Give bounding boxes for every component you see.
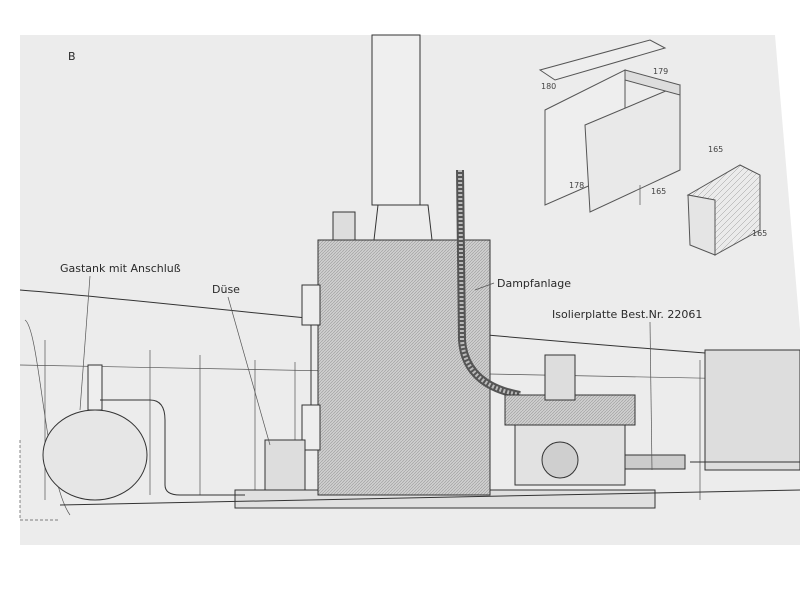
label-nozzle: Düse — [212, 283, 240, 296]
part-number-178: 178 — [569, 181, 584, 190]
part-number-165-top: 165 — [708, 145, 723, 154]
gas-tank — [42, 409, 148, 501]
part-number-180: 180 — [541, 82, 556, 91]
hidden-outline — [19, 440, 60, 521]
label-steam-plant: Dampfanlage — [497, 277, 571, 290]
part-number-165-side: 165 — [752, 229, 767, 238]
hull-line — [19, 289, 800, 361]
part-number-165-pin: 165 — [651, 187, 666, 196]
steam-engine — [504, 354, 686, 486]
safety-valve — [332, 211, 356, 241]
label-gas-tank: Gastank mit Anschluß — [60, 262, 181, 275]
nozzle — [264, 439, 306, 491]
hull-section — [24, 319, 71, 516]
panel-letter: B — [68, 50, 76, 63]
tank-valve — [87, 364, 103, 411]
right-machinery — [704, 349, 800, 471]
label-insulation-plate: Isolierplatte Best.Nr. 22061 — [552, 308, 702, 321]
exploded-box-view — [538, 39, 761, 256]
chimney — [371, 34, 421, 206]
fitting — [301, 284, 321, 326]
part-number-179: 179 — [653, 67, 668, 76]
